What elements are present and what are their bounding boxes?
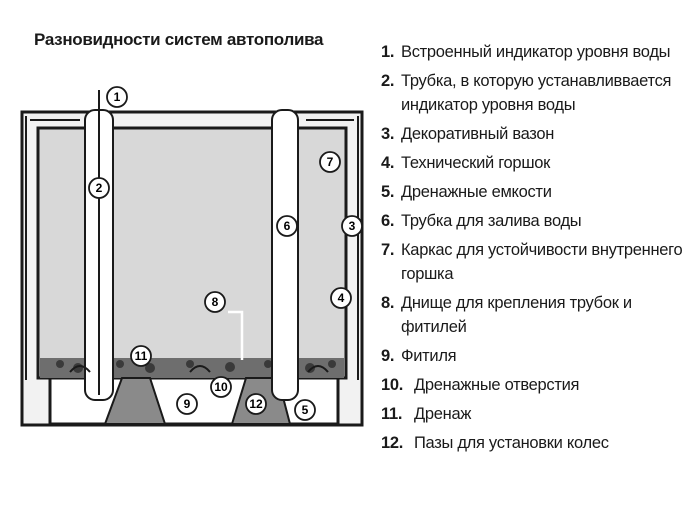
callout-4: 4: [330, 287, 352, 309]
callout-9: 9: [176, 393, 198, 415]
callout-label: 4: [338, 291, 345, 305]
callout-circle: [276, 215, 298, 237]
wicks: [69, 365, 329, 373]
callout-label: 5: [302, 403, 309, 417]
callout-circle: [210, 376, 232, 398]
legend-item: 10.Дренажные отверстия: [381, 376, 580, 394]
legend-item: 3.Декоративный вазон: [381, 125, 555, 143]
legend-item: 12.Пазы для установки колес: [381, 434, 609, 452]
callout-label: 8: [212, 295, 219, 309]
callout-label: 6: [284, 219, 291, 233]
callout-3: 3: [341, 215, 363, 237]
callout-11: 11: [130, 345, 152, 367]
wheel-groove-left: [103, 377, 167, 425]
legend-list: 1.Встроенный индикатор уровня воды 2.Тру…: [381, 40, 693, 460]
callout-circle: [341, 215, 363, 237]
callout-12: 12: [245, 393, 267, 415]
callout-circle: [330, 287, 352, 309]
pointer-arrow: [228, 310, 244, 360]
legend-item: 11.Дренаж: [381, 405, 472, 423]
callout-10: 10: [210, 376, 232, 398]
callout-circle: [204, 291, 226, 313]
legend-item: 6.Трубка для залива воды: [381, 212, 582, 230]
callout-circle: [176, 393, 198, 415]
stability-frame: [25, 116, 359, 380]
callout-8: 8: [204, 291, 226, 313]
callout-2: 2: [88, 177, 110, 199]
callout-label: 12: [249, 397, 263, 411]
callout-1: 1: [106, 86, 128, 108]
callout-circle: [88, 177, 110, 199]
fill-tube: [271, 109, 299, 401]
callout-circle: [294, 399, 316, 421]
callout-label: 7: [327, 155, 334, 169]
callout-6: 6: [276, 215, 298, 237]
legend-item: 2.Трубка, в которую устанавливвается инд…: [381, 72, 672, 114]
callout-circle: [245, 393, 267, 415]
legend-item: 7.Каркас для устойчивости внутреннего го…: [381, 241, 683, 283]
diagram-title: Разновидности систем автополива: [34, 30, 324, 49]
callout-7: 7: [319, 151, 341, 173]
legend-item: 9.Фитиля: [381, 347, 457, 365]
callout-label: 9: [184, 397, 191, 411]
callout-5: 5: [294, 399, 316, 421]
callout-circle: [106, 86, 128, 108]
callout-label: 3: [349, 219, 356, 233]
callout-label: 11: [135, 349, 148, 363]
drainage-pebbles: [56, 360, 336, 373]
technical-pot: [36, 126, 348, 380]
callout-label: 2: [96, 181, 103, 195]
callout-label: 10: [214, 380, 228, 394]
legend-item: 8.Днище для крепления трубок и фитилей: [381, 294, 632, 336]
legend-item: 1.Встроенный индикатор уровня воды: [381, 43, 671, 61]
legend-item: 5.Дренажные емкости: [381, 183, 552, 201]
legend-item: 4.Технический горшок: [381, 154, 551, 172]
callout-label: 1: [114, 90, 121, 104]
callout-circle: [130, 345, 152, 367]
callout-circle: [319, 151, 341, 173]
